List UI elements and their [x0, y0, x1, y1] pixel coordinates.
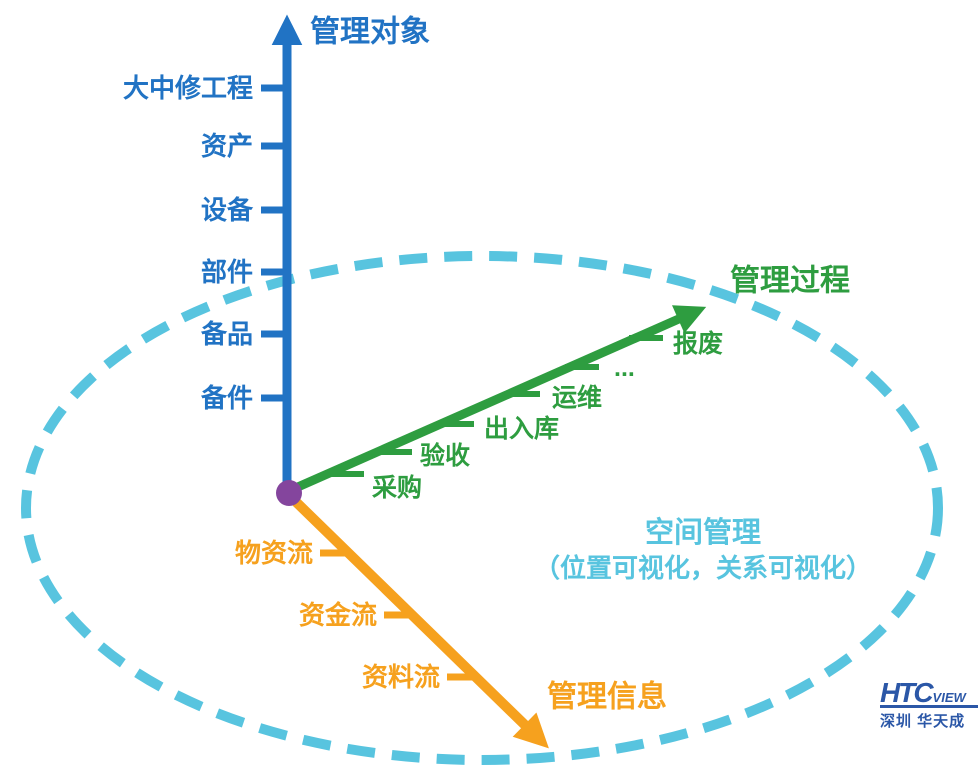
htcview-logo: HTC VIEW 深圳 华天成 [880, 677, 978, 731]
process-axis-item-label: ... [614, 354, 635, 382]
process-axis-title: 管理过程 [730, 265, 850, 298]
space-management-subtitle: （位置可视化，关系可视化） [534, 553, 872, 583]
object-axis-item-label: 部件 [201, 257, 253, 287]
logo-brand-text: HTC [880, 677, 934, 708]
object-axis-item-label: 设备 [201, 195, 254, 225]
object-axis-item-label: 资产 [201, 131, 253, 161]
process-axis-item-label: 报废 [673, 329, 723, 358]
info-axis-item-label: 资金流 [299, 600, 377, 630]
process-axis-item-label: 采购 [372, 473, 422, 502]
object-axis-item-label: 备品 [200, 319, 253, 349]
object-axis-item-label: 大中修工程 [123, 73, 253, 103]
process-axis-line [289, 305, 707, 495]
process-axis: 采购 验收 出入库 运维 ... 报废 管理过程 [289, 265, 850, 502]
process-axis-item-label: 出入库 [484, 415, 559, 443]
process-axis-item-label: 验收 [420, 441, 470, 470]
origin-dot [276, 480, 302, 506]
logo-brand-row: HTC VIEW [880, 677, 978, 709]
object-axis-item-label: 备件 [200, 383, 253, 413]
info-axis-title: 管理信息 [547, 680, 667, 714]
info-axis-item-label: 资料流 [362, 662, 440, 692]
info-axis-item-label: 物资流 [235, 538, 313, 568]
space-management-ellipse [21, 251, 943, 765]
logo-subtitle-text: 深圳 华天成 [880, 713, 966, 731]
logo-brand-suffix-text: VIEW [932, 690, 966, 706]
space-management-caption: 空间管理 （位置可视化，关系可视化） [534, 515, 872, 583]
process-axis-item-label: 运维 [552, 383, 602, 412]
object-axis: 大中修工程 资产 设备 部件 备品 备件 管理对象 [123, 14, 430, 494]
object-axis-title: 管理对象 [310, 16, 430, 49]
space-management-title: 空间管理 [645, 515, 761, 549]
info-axis: 物资流 资金流 资料流 管理信息 [235, 494, 667, 749]
